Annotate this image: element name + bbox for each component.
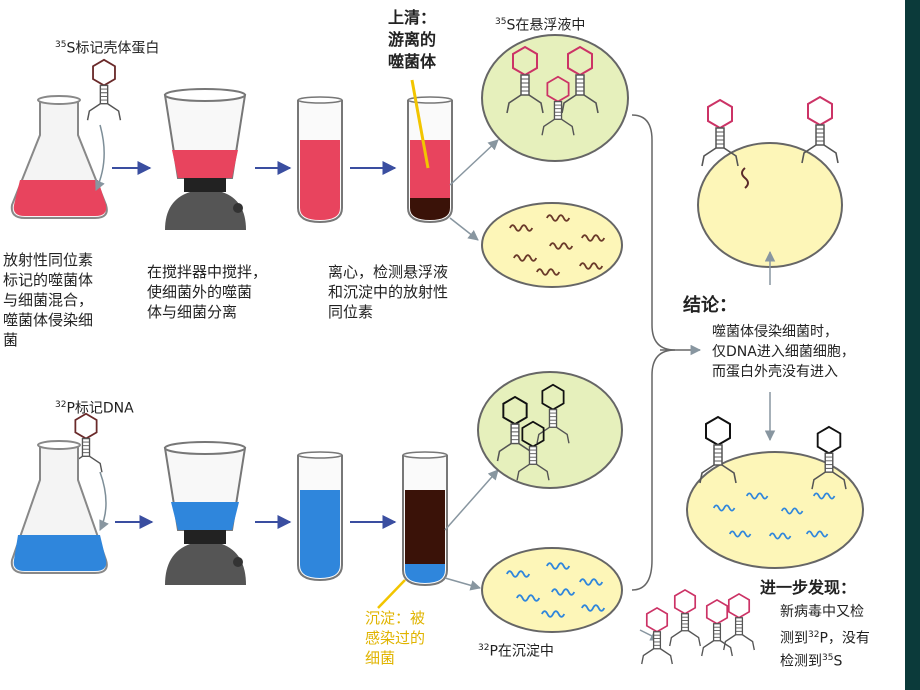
arrow-to-supernatant-bottom (444, 469, 499, 531)
conclusion-text: 噬菌体侵染细菌时， 仅DNA进入细菌细胞， 而蛋白外壳没有进入 (712, 324, 855, 380)
arrow-to-pellet-bottom (444, 577, 482, 591)
blender-red-icon (163, 88, 247, 230)
further-line2: 测到32P，没有 (780, 630, 870, 647)
flask-red-icon (10, 95, 108, 219)
further-line1: 新病毒中又检 (780, 604, 864, 620)
tube-centrifuged-red-icon (407, 96, 453, 224)
supernatant-line3: 噬菌体 (388, 52, 437, 71)
infect-arrow (95, 124, 105, 191)
conclusion-title: 结论： (683, 295, 737, 316)
sediment-pointer (377, 579, 406, 609)
further-line3: 检测到35S (780, 653, 843, 670)
new-phages (640, 589, 756, 665)
supernatant-oval-bottom (477, 371, 623, 489)
flask-blue-icon (10, 440, 108, 574)
supernatant-title: 上清： (388, 8, 437, 27)
blender-blue-icon (163, 441, 247, 585)
label-s35-protein: 35S标记壳体蛋白 (55, 40, 160, 57)
arrow-to-pellet (449, 217, 479, 241)
phage-icon (86, 58, 122, 122)
result-cell-bottom (686, 416, 864, 569)
result-cell-top (697, 96, 843, 268)
sediment-title: 沉淀：被 感染过的 细菌 (365, 609, 426, 667)
step3-description: 离心，检测悬浮液 和沉淀中的放射性 同位素 (328, 263, 449, 321)
step1-description: 放射性同位素 标记的噬菌体 与细菌混合， 噬菌体侵染细 菌 (3, 251, 94, 349)
infect-arrow-dna (99, 471, 109, 531)
supernatant-pointer (410, 79, 430, 169)
merge-bracket (631, 114, 676, 591)
tube-centrifuged-blue-icon (402, 451, 448, 587)
supernatant-oval (481, 34, 629, 162)
pellet-cell-oval-bottom (481, 547, 623, 633)
label-s35-suspension: 35S在悬浮液中 (495, 17, 586, 34)
label-p32-sediment: 32P在沉淀中 (478, 643, 554, 660)
step2-description: 在搅拌器中搅拌， 使细菌外的噬菌 体与细菌分离 (147, 263, 268, 321)
arrow-to-supernatant (449, 139, 499, 186)
pellet-cell-oval (481, 202, 623, 288)
tube-red-icon (297, 96, 343, 224)
tube-blue-icon (297, 451, 343, 582)
further-title: 进一步发现： (760, 578, 857, 597)
supernatant-line2: 游离的 (388, 30, 437, 49)
label-p32-dna: 32P标记DNA (55, 400, 134, 417)
slide-right-bar (905, 0, 920, 690)
